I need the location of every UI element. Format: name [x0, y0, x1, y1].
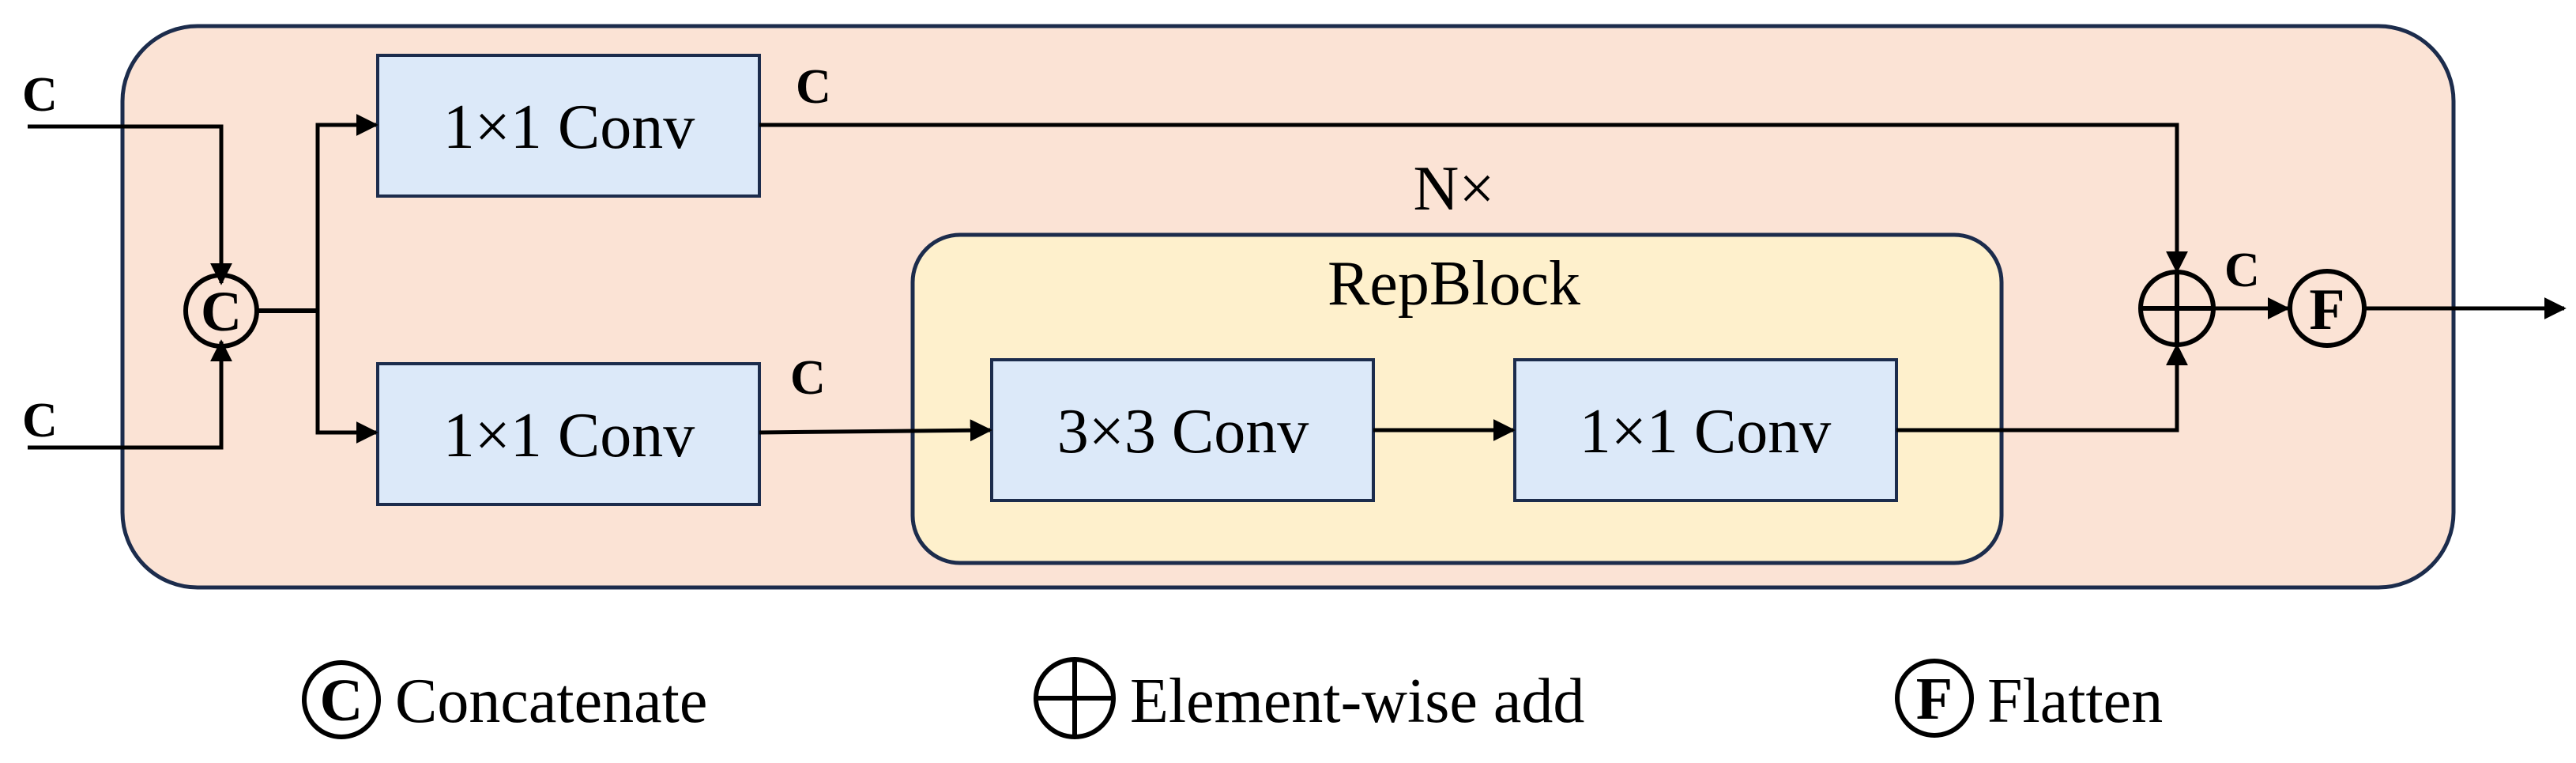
conv-bottom-label: 1×1 Conv [443, 401, 695, 470]
add-out-label: C [2224, 244, 2260, 297]
flatten-node: F [2288, 269, 2367, 348]
input-bottom-label: C [22, 394, 58, 448]
legend-flatten-symbol: F [1916, 666, 1953, 732]
conv-bottom-out-label: C [790, 351, 826, 405]
bottom-conv-to-rep-line [759, 419, 992, 442]
concat-symbol: C [201, 280, 242, 343]
repblock-title: RepBlock [1328, 249, 1580, 319]
legend-concat-icon: C [302, 660, 381, 739]
top-conv-to-add-line [759, 123, 2188, 274]
rep-conv1-label: 1×1 Conv [1580, 397, 1831, 466]
branch-top-line [315, 114, 378, 311]
repeat-label: N× [1414, 154, 1495, 224]
legend-add-label: Element-wise add [1130, 667, 1584, 736]
input-top-line [28, 124, 232, 285]
rep-conv3-label: 3×3 Conv [1057, 397, 1309, 466]
conv-top-label: 1×1 Conv [443, 93, 695, 162]
legend-flatten-label: Flatten [1987, 667, 2163, 736]
legend-flatten-icon: F [1895, 659, 1974, 738]
input-bottom-line [28, 339, 232, 450]
rep-to-add-line [1896, 343, 2188, 432]
legend: C Concatenate Element-wise add F Flatten [302, 657, 2163, 739]
branch-bottom-line [315, 311, 378, 444]
legend-add-icon [1034, 657, 1116, 739]
legend-concat-symbol: C [320, 667, 363, 734]
conv-top-out-label: C [796, 60, 831, 114]
input-top-label: C [22, 68, 58, 122]
conv-top-box [376, 54, 761, 198]
legend-concat-label: Concatenate [395, 667, 707, 736]
flatten-symbol: F [2309, 278, 2344, 342]
add-node [2138, 270, 2216, 347]
rep-conv1-box [1513, 358, 1898, 502]
concat-node: C [183, 273, 259, 349]
